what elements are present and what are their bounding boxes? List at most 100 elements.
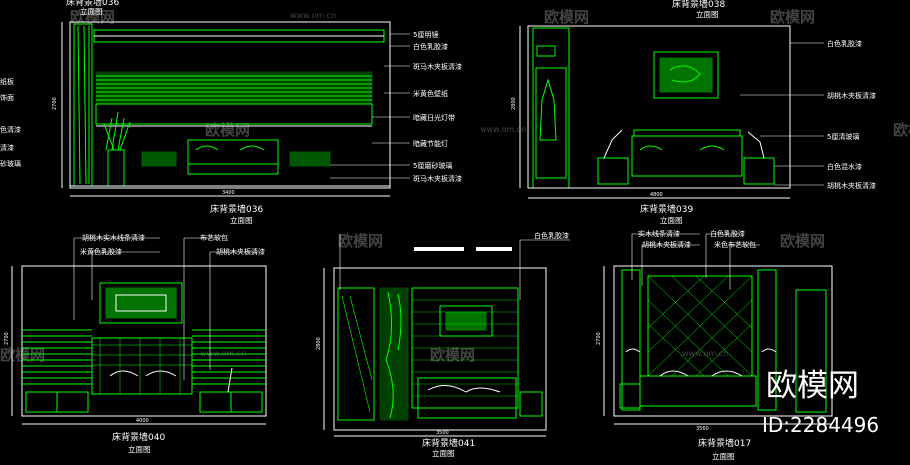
watermark-text: 欧模网 — [0, 346, 45, 364]
bed — [187, 139, 279, 175]
callout-label: 胡桃木夹板清漆 — [827, 91, 876, 100]
watermark-url: www.om.cn — [290, 11, 336, 20]
drawing-top-subtitle: 立面图 — [80, 6, 103, 16]
nightstand-left — [597, 157, 629, 185]
callout-label: 实木线条清漆 — [638, 229, 680, 238]
drawing-top-title: 床背景墙036 — [66, 0, 119, 8]
bed — [417, 377, 517, 419]
nightstand — [519, 391, 543, 417]
drawing-top-title: 床背景墙038 — [672, 0, 725, 10]
bedding-icon — [427, 385, 501, 393]
brand-stamp: 欧模网 ID:2284496 — [762, 368, 879, 437]
width-dimension: 3560 — [696, 426, 709, 432]
wood-strip-band — [22, 329, 266, 385]
callout-label: 胡桃木夹板清漆 — [216, 247, 265, 256]
callout-label: 白色混水漆 — [827, 162, 862, 171]
headboard — [633, 129, 741, 137]
wall-painting — [653, 51, 719, 99]
doorway — [795, 289, 827, 413]
drawing-title: 床背景墙017 — [698, 437, 751, 449]
wardrobe-shelf — [536, 45, 556, 57]
wall-painting — [99, 282, 183, 324]
drawing-040: 4000 2700 床背景墙040 立面图 胡桃木实木线条清漆 米黄色乳胶漆 布… — [4, 233, 267, 454]
width-dimension: 4000 — [136, 418, 149, 424]
lamp-icon — [761, 348, 777, 353]
callout-label: 米色布艺软包 — [714, 240, 756, 249]
brand-id: ID:2284496 — [762, 413, 879, 437]
wallpaper-band — [95, 103, 373, 125]
pillows-icon — [195, 145, 265, 151]
drawing-subtitle: 立面图 — [230, 215, 253, 225]
watermark-text: 欧模网 — [770, 8, 815, 26]
elevation-outline — [527, 25, 791, 189]
wardrobe — [532, 27, 570, 189]
callout-label: 白色乳胶漆 — [534, 231, 569, 240]
wood-grain-panel — [379, 287, 409, 421]
drawing-title: 床背景墙039 — [640, 203, 693, 215]
nightstand-right — [743, 157, 775, 185]
callout-label: 斑马木夹板清漆 — [413, 174, 462, 183]
watermark-url: www.om.cn — [682, 349, 728, 358]
callout-label: 米黄色壁纸 — [413, 89, 448, 98]
height-dimension: 2700 — [52, 97, 58, 110]
drawing-041: 3500 2800 床背景墙041 立面图 白色乳胶漆 — [316, 231, 570, 458]
lamp-icon — [603, 129, 623, 159]
plant-icon — [103, 111, 131, 151]
left-callout-label: 砂玻璃 — [0, 159, 21, 168]
bed — [639, 375, 757, 407]
drawing-017: 3560 2700 床背景墙017 立面图 实木线条清漆 胡桃木夹板清漆 白色乳… — [596, 229, 833, 461]
lamp-icon — [747, 131, 765, 159]
watermark-url: www.om.cn — [480, 125, 526, 134]
callout-label: 5厘清玻璃 — [827, 132, 859, 141]
drawing-title: 床背景墙041 — [422, 437, 475, 449]
callout-label: 暗藏日光灯带 — [413, 113, 455, 122]
width-dimension: 3500 — [436, 430, 449, 436]
drawing-subtitle: 立面图 — [660, 215, 683, 225]
ceiling-light-strip — [476, 247, 512, 251]
ceiling-light-strip — [414, 247, 464, 251]
callout-label: 5厘明镜 — [413, 30, 438, 39]
watermark-text: 欧模网 — [338, 232, 383, 250]
lamp-icon — [227, 367, 233, 393]
callout-label: 米黄色乳胶漆 — [80, 247, 122, 256]
elevation-outline — [69, 21, 391, 189]
side-panel-left — [621, 269, 641, 411]
coat-icon — [539, 78, 557, 141]
left-callout-label: 色清漆 — [0, 125, 21, 134]
drawing-subtitle: 立面图 — [128, 444, 151, 454]
drawing-title: 床背景墙036 — [210, 203, 263, 215]
watermark-text: 欧模网 — [544, 8, 589, 26]
watermark-text: 欧模网 — [780, 232, 825, 250]
callout-label: 暗藏节能灯 — [413, 139, 448, 148]
callout-label: 白色乳胶漆 — [827, 39, 862, 48]
wardrobe-door — [337, 287, 375, 421]
drawing-039: 床背景墙038 立面图 4800 2800 床背景墙039 立面图 白色乳胶漆 … — [511, 0, 876, 225]
upholstered-headboard — [91, 337, 193, 395]
drawing-subtitle: 立面图 — [712, 451, 735, 461]
pillows-icon — [659, 370, 743, 377]
left-callout-label: 纸板 — [0, 77, 14, 86]
pillows-icon — [639, 145, 725, 151]
height-dimension: 2700 — [4, 332, 10, 345]
lamp-icon — [625, 348, 641, 353]
callout-label: 白色乳胶漆 — [413, 42, 448, 51]
drawing-subtitle: 立面图 — [432, 448, 455, 458]
height-dimension: 2800 — [316, 337, 322, 350]
wardrobe-door — [535, 67, 567, 179]
left-callout-label: 清漆 — [0, 143, 14, 152]
callout-label: 布艺软包 — [200, 233, 228, 242]
callout-label: 5厘磨砂玻璃 — [413, 161, 452, 170]
drawing-036: 床背景墙036 立面图 3400 2700 床背景墙036 立面图 5厘明镜 白… — [0, 0, 462, 225]
pillows-icon — [109, 370, 177, 377]
width-dimension: 4800 — [650, 192, 663, 198]
callout-label: 斑马木夹板清漆 — [413, 62, 462, 71]
drawing-title: 床背景墙040 — [112, 431, 165, 443]
height-dimension: 2800 — [511, 97, 517, 110]
brand-name: 欧模网 — [766, 368, 859, 404]
nightstand-right — [289, 151, 331, 167]
left-callout-label: 饰面 — [0, 93, 14, 102]
drawing-top-subtitle: 立面图 — [696, 9, 719, 19]
bed — [631, 135, 743, 177]
callout-label: 白色乳胶漆 — [710, 229, 745, 238]
